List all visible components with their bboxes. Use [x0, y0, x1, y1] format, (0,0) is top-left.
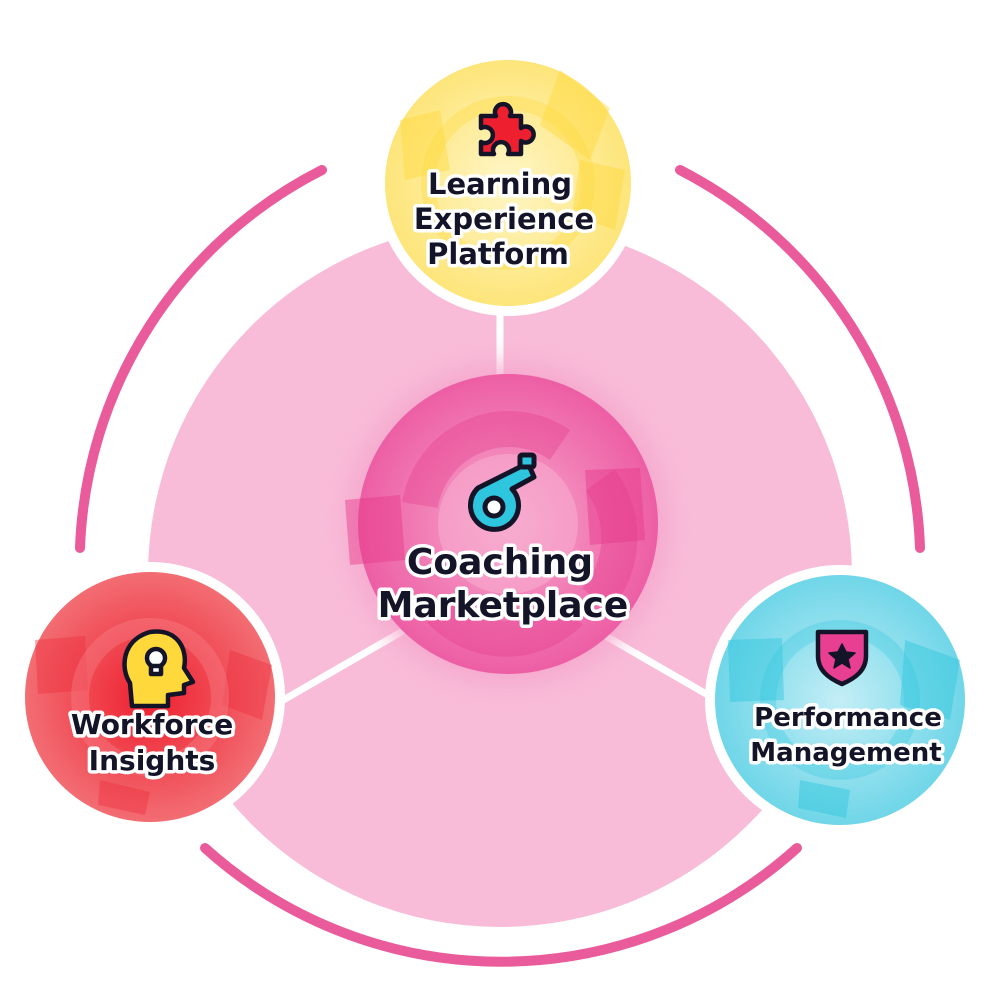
learning-label-line2: Experience	[414, 202, 594, 236]
node-performance-management[interactable]: Performance Management	[705, 565, 975, 835]
shield-star-icon	[815, 629, 869, 687]
outer-ring-arc-right	[675, 165, 925, 553]
head-lightbulb-icon	[122, 629, 196, 709]
node-workforce-insights[interactable]: Workforce Insights	[15, 562, 285, 832]
workforce-label-line1: Workforce	[71, 708, 233, 741]
center-label-line1: Coaching	[407, 542, 593, 583]
node-learning-experience-platform[interactable]: Learning Experience Platform	[375, 50, 641, 316]
outer-ring-arc-bottom	[200, 843, 802, 967]
performance-label-line1: Performance	[754, 703, 942, 733]
workforce-label-line2: Insights	[89, 744, 216, 777]
center-label-line2: Marketplace	[378, 585, 629, 626]
center-node[interactable]: Coaching Marketplace	[345, 364, 668, 684]
learning-label-line3: Platform	[427, 237, 569, 271]
outer-ring	[75, 165, 925, 967]
learning-label-line1: Learning	[428, 167, 572, 201]
performance-label-line2: Management	[750, 738, 941, 768]
puzzle-piece-icon	[478, 101, 536, 157]
whistle-icon	[468, 452, 537, 532]
outer-ring-arc-left	[75, 165, 327, 553]
